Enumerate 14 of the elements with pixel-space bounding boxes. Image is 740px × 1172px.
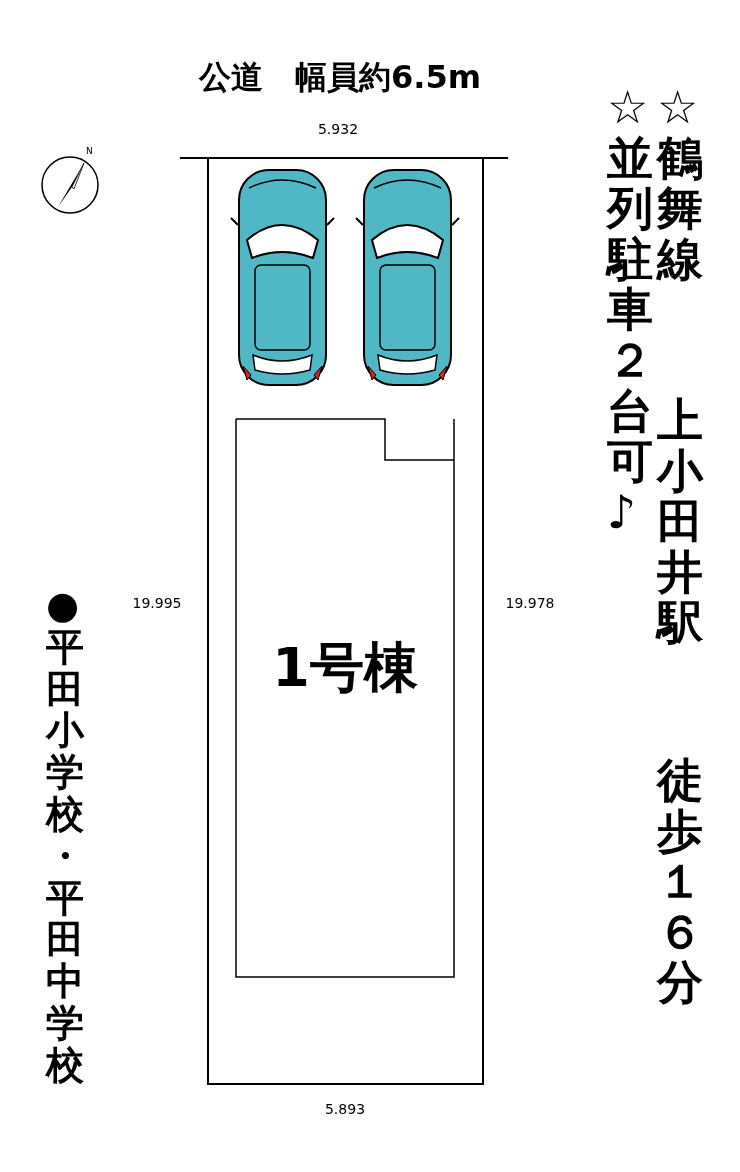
dimension-label: 19.995 [131,595,183,611]
station-note: ☆鶴舞線 [657,82,703,285]
parking-note: ☆並列駐車２台可♪ [607,82,653,538]
building-label: 1号棟 [271,635,419,701]
school-note: ●平田小学校・平田中学校 [46,585,84,1087]
dimension-label: 5.932 [316,121,360,137]
walking-time-note: 徒歩１６分 [657,755,703,1008]
station-note: 上小田井駅 [657,395,703,648]
dimension-label: 19.978 [504,595,556,611]
building-outline [235,418,455,978]
north-label: N [86,146,93,156]
dimension-label: 5.893 [323,1101,367,1117]
lot-boundary [207,158,484,1085]
road-width-title: 公道 幅員約6.5m [197,57,482,98]
